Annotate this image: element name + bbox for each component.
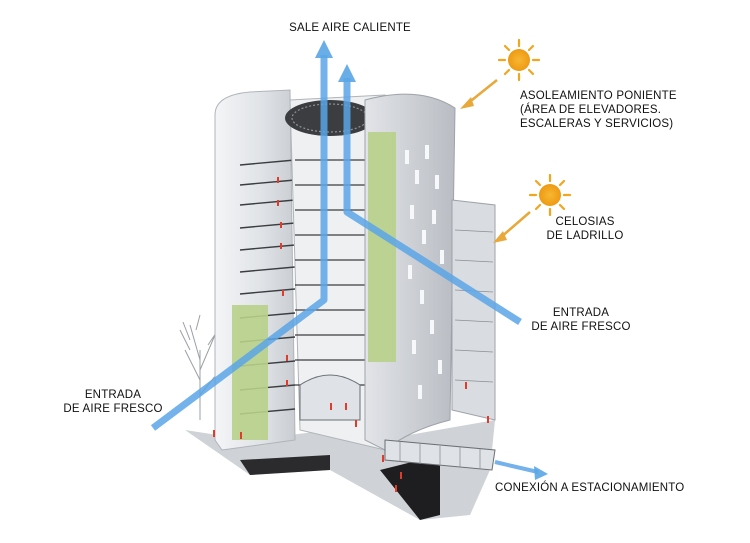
sun-icon <box>497 38 541 82</box>
left-tower <box>214 89 296 451</box>
airflow-arrow-icon <box>343 78 522 325</box>
right-tower <box>364 93 456 451</box>
fresh-air-right-line-2: DE AIRE FRESCO <box>531 321 631 333</box>
fresh-air-right-line-1: ENTRADA <box>552 307 610 319</box>
parking-bridge <box>384 439 496 471</box>
hot-air-out-label: SALE AIRE CALIENTE <box>289 22 411 34</box>
sun-icon <box>528 173 572 217</box>
airflow-arrow-icon <box>150 55 328 431</box>
brick-lattice-label: CELOSIAS DE LADRILLO <box>545 215 625 243</box>
fresh-air-left-line-2: DE AIRE FRESCO <box>63 403 163 415</box>
sun-ray-arrow-icon <box>460 79 531 243</box>
annex-building <box>451 199 496 421</box>
occupant-markers <box>213 177 489 492</box>
west-sun-line-2: (ÁREA DE ELEVADORES. <box>520 104 662 116</box>
parking-connection-label: CONEXIÓN A ESTACIONAMIENTO <box>495 482 685 494</box>
west-sun-label: ASOLEAMIENTO PONIENTE (ÁREA DE ELEVADORE… <box>520 89 677 131</box>
central-core <box>285 94 386 451</box>
airflow-arrow-icon <box>494 460 539 474</box>
fresh-air-left-label: ENTRADA DE AIRE FRESCO <box>60 388 166 416</box>
airflow-arrows <box>150 55 539 474</box>
fresh-air-right-label: ENTRADA DE AIRE FRESCO <box>528 306 634 334</box>
brick-lattice-line-1: CELOSIAS <box>555 216 615 228</box>
fresh-air-left-line-1: ENTRADA <box>84 389 142 401</box>
brick-lattice-line-2: DE LADRILLO <box>546 230 624 242</box>
airflow-arrowheads <box>315 40 548 480</box>
west-sun-line-1: ASOLEAMIENTO PONIENTE <box>520 90 677 102</box>
west-sun-line-3: ESCALERAS Y SERVICIOS) <box>520 118 674 130</box>
